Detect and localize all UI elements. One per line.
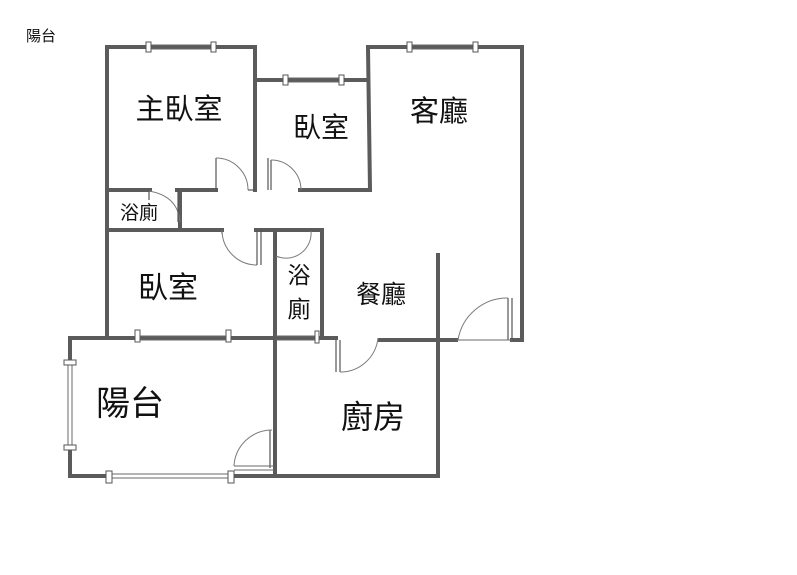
doors — [148, 157, 513, 471]
window-living-top — [406, 41, 413, 53]
walls — [68, 45, 524, 478]
room-label-dining-room: 餐廳 — [356, 280, 406, 309]
window-balcony-bottom — [105, 470, 113, 484]
window-bath-center — [314, 330, 320, 344]
room-label-living-room: 客廳 — [410, 94, 468, 128]
room-labels: 主臥室 臥室 客廳 浴廁 臥室 浴 廁 餐廳 陽台 廚房 — [96, 92, 468, 436]
room-label-master-bedroom: 主臥室 — [135, 92, 222, 126]
windows — [63, 41, 479, 484]
page-corner-label: 陽台 — [26, 27, 57, 45]
window-master-top — [145, 41, 152, 53]
room-label-bath-center-line2: 廁 — [288, 297, 311, 323]
room-label-balcony: 陽台 — [96, 384, 164, 424]
wall-bedroom-top-right — [365, 45, 373, 193]
window-bedroom-left — [134, 329, 141, 343]
room-label-bath-small: 浴廁 — [120, 201, 158, 224]
room-label-bedroom-top: 臥室 — [293, 111, 349, 144]
window-balcony-left — [63, 359, 77, 366]
room-label-bath-center-line1: 浴 — [288, 263, 311, 289]
room-label-kitchen: 廚房 — [341, 398, 405, 436]
room-label-bedroom-left: 臥室 — [138, 271, 198, 306]
window-bedroom-top — [282, 74, 289, 86]
